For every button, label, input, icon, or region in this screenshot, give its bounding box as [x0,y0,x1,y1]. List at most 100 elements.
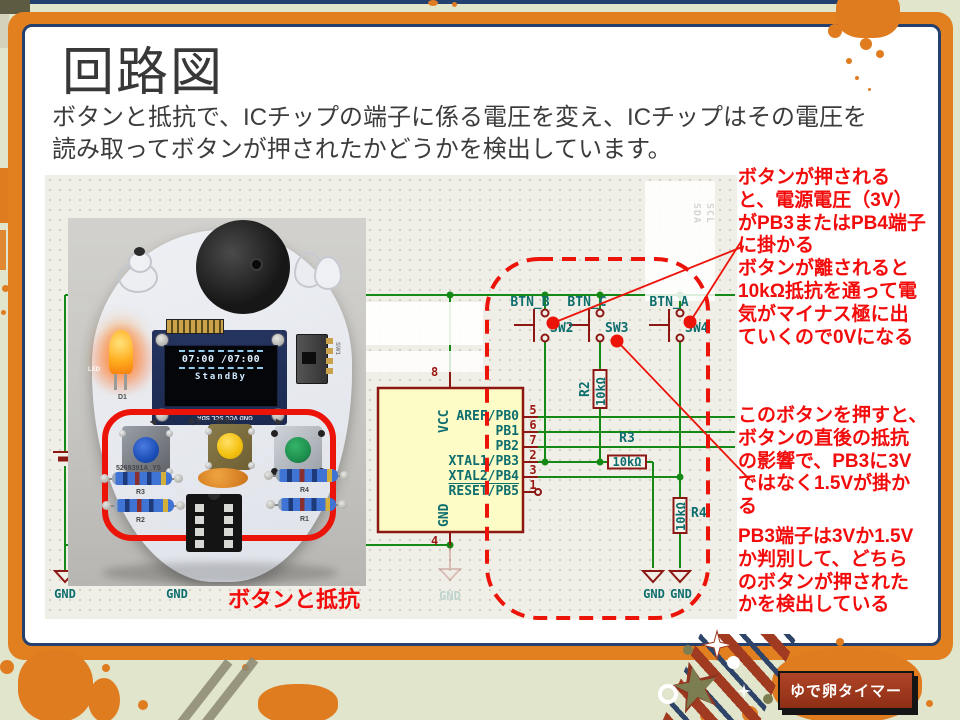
olive-dot [683,645,693,655]
splatter-dot [102,664,110,672]
resistor-label: R2 [136,517,145,524]
resistor-label: R3 [136,489,145,496]
ref-sw3: SW3 [605,321,629,336]
annotation-note-bottom: PB3端子は3Vか1.5V か判別して、どちら のボタンが押された かを検出して… [738,526,914,616]
resistor-r1-photo [278,498,336,511]
pin-number: 2 [529,448,537,462]
chick-crest [134,247,145,256]
buzzer-hole [250,258,263,271]
splatter-dot [890,16,898,24]
ref-sw2: SW2 [550,321,574,336]
pin-number: 7 [529,433,537,447]
streak-decoration [168,658,233,720]
ref-r3: R3 [619,431,635,446]
gnd-label-faded: GND [439,589,461,603]
dip-hole [224,504,233,512]
pcb-serial: 5269391A_Y5 [116,465,161,472]
tact-pin [205,462,212,469]
solder-pad [176,501,185,510]
tact-pin [205,428,212,435]
dip-hole [224,528,233,536]
splatter-dot [138,700,148,710]
dip-notch [208,494,220,500]
splatter-dot [828,24,842,38]
splatter-dot [2,285,9,292]
ring-decoration [658,684,678,704]
top-navy-line [28,0,866,4]
tact-pin [166,430,173,437]
gnd-label: GND [670,587,692,601]
tact-pin [248,428,255,435]
net-label-btn-c: BTN_C [567,295,607,310]
pcb-shadow [102,562,338,584]
slide-switch-pin [326,358,333,364]
body-text: ボタンと抵抗で、ICチップの端子に係る電圧を変え、ICチップはその電圧を 読み取… [52,104,868,163]
splatter-dot [876,50,884,58]
tact-pin [119,468,126,475]
tact-pin [119,430,126,437]
pin-name: XTAL2/PB4 [448,469,519,484]
tact-pin [318,430,325,437]
pin-number-4: 4 [431,534,439,548]
solder-pad [174,474,183,483]
splatter-dot [868,88,871,91]
tact-cap-green [285,437,311,463]
slide-switch-pin [326,368,333,374]
splatter-dot [452,2,457,7]
prev-mark: ◀ [150,417,157,426]
pin-name: XTAL1/PB3 [448,454,519,469]
play-pause-silk: 再生・一時停止 [188,419,237,426]
led-lead [124,374,127,390]
value-r3: 10kΩ [612,455,642,469]
splatter-strip [0,168,8,223]
net-label-btn-b: BTN_B [510,295,550,310]
capacitor [198,468,248,488]
dip-hole [224,540,233,548]
device-photo: LED D1 07:00 /07:00 StandBy GND VCC SCL … [68,218,366,586]
page-title: 回路図 [62,44,225,102]
solder-pad [338,500,347,509]
resistor-label: R4 [300,487,309,494]
slide-switch-knob [302,352,316,364]
pin-number: 3 [529,463,537,477]
tact-pin [271,468,278,475]
splatter-dot [860,38,872,50]
dip-hole [224,516,233,524]
splatter-dot [846,58,852,64]
splatter-dot [428,0,438,6]
photo-caption: ボタンと抵抗 [228,587,361,612]
value-r4: 10kΩ [674,502,688,531]
splatter-dot [1,310,6,315]
value-r2: 10kΩ [594,377,608,406]
oled-status-text: StandBy [195,372,247,382]
olive-dot [763,694,773,704]
splatter-blob [88,678,120,720]
pin-name: AREF/PB0 [456,409,519,424]
splatter-blob [258,684,338,720]
solder-pad [100,474,109,483]
corner-khaki-strip [0,14,9,48]
net-label-btn-a: BTN_A [649,295,689,310]
resistor-r2-photo [114,499,174,512]
splatter-dot [926,700,933,707]
oled-dash-line [179,367,263,369]
faded-scl-label: SCL [704,203,715,225]
pin-name-reset: RESET/PB5 [448,484,519,499]
solder-pad [340,471,349,480]
pin-number: 1 [529,478,537,492]
led [109,330,133,374]
splatter-dot [0,660,14,674]
tact-cap-yellow [217,433,243,459]
dip-hole [195,504,204,512]
egg-drawing [314,256,342,290]
slide-switch-pin [326,348,333,354]
faded-block [645,181,715,301]
gnd-label: GND [643,587,665,601]
splatter-blob [836,0,900,38]
tact-pin [271,430,278,437]
slide-switch-ref: SW1 [334,342,340,356]
solder-pad [266,500,275,509]
splatter-dot [855,76,859,80]
tact-pin [248,462,255,469]
